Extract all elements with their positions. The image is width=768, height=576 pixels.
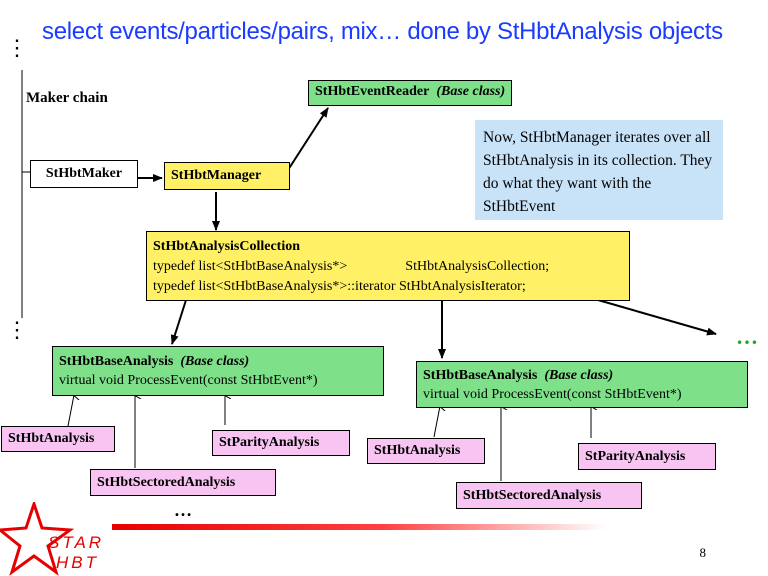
- logo-star-text: STAR: [48, 533, 104, 552]
- hbt-maker-box: StHbtMaker: [30, 160, 138, 188]
- base-analysis-note: (Base class): [180, 354, 250, 369]
- analysis-collection-box: StHbtAnalysisCollection typedef list<StH…: [146, 231, 630, 301]
- hbt-analysis-box-left: StHbtAnalysis: [1, 426, 115, 452]
- star-icon: [0, 502, 75, 576]
- arrow-collection-base-left: [170, 299, 187, 345]
- base-analysis-box-left: StHbtBaseAnalysis (Base class) virtual v…: [52, 346, 384, 396]
- base-analysis-note: (Base class): [544, 368, 614, 383]
- slide-title: select events/particles/pairs, mix… done…: [42, 18, 723, 45]
- sectored-analysis-box-right: StHbtSectoredAnalysis: [456, 482, 642, 509]
- star-hbt-logo: STAR HBT: [0, 502, 104, 576]
- arrow-manager-reader: [287, 107, 329, 171]
- base-analysis-name: StHbtBaseAnalysis: [59, 354, 174, 369]
- logo-hbt-text: HBT: [56, 553, 99, 572]
- event-reader-name: StHbtEventReader: [315, 84, 430, 99]
- inherit-analysis-right: [433, 406, 440, 438]
- hbt-analysis-box-right: StHbtAnalysis: [367, 438, 485, 464]
- base-analysis-name: StHbtBaseAnalysis: [423, 368, 538, 383]
- collection-typedef-line1: typedef list<StHbtBaseAnalysis*>StHbtAna…: [153, 259, 550, 274]
- event-reader-box: StHbtEventReader (Base class): [308, 80, 513, 106]
- manager-note: Now, StHbtManager iterates over all StHb…: [475, 120, 723, 220]
- hbt-manager-box: StHbtManager: [164, 162, 290, 190]
- ellipsis-left: …: [174, 500, 192, 520]
- parity-analysis-box-right: StParityAnalysis: [578, 443, 716, 470]
- base-analysis-method: virtual void ProcessEvent(const StHbtEve…: [59, 373, 318, 388]
- event-reader-base-note: (Base class): [436, 84, 506, 99]
- inherit-analysis-left: [67, 395, 74, 427]
- collection-typedef-line2: typedef list<StHbtBaseAnalysis*>::iterat…: [153, 279, 526, 294]
- collection-title: StHbtAnalysisCollection: [153, 239, 301, 254]
- base-analysis-method: virtual void ProcessEvent(const StHbtEve…: [423, 387, 682, 402]
- ellipsis-more: …: [736, 324, 758, 349]
- footer-bar: [112, 524, 606, 530]
- maker-chain-label: Maker chain: [26, 90, 108, 106]
- base-analysis-box-right: StHbtBaseAnalysis (Base class) virtual v…: [416, 361, 748, 408]
- arrow-collection-more: [597, 299, 717, 336]
- sectored-analysis-box-left: StHbtSectoredAnalysis: [90, 469, 276, 496]
- page-number: 8: [699, 545, 707, 560]
- parity-analysis-box-left: StParityAnalysis: [212, 430, 350, 456]
